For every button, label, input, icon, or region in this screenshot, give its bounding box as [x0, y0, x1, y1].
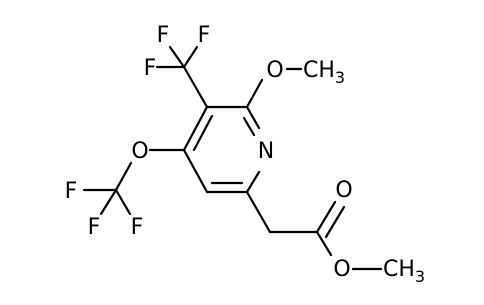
atom-o-ester: O	[333, 257, 350, 282]
bond-c2-o	[245, 78, 264, 109]
bond-c3-cf3	[182, 65, 209, 109]
bond-c2-n	[245, 105, 261, 130]
bond-n-c6	[245, 170, 261, 194]
bond-cf3-f5	[99, 188, 118, 216]
bond-cf3-f2	[182, 45, 199, 69]
bond-c-o-ester	[315, 230, 333, 257]
atom-f5: F	[88, 215, 101, 240]
bond-cf3-f1	[168, 45, 186, 69]
atom-f4: F	[65, 179, 78, 204]
atom-f2: F	[198, 23, 211, 48]
bond-cf3-f6	[114, 188, 132, 216]
bond-c4-c3-inner	[192, 114, 214, 152]
atom-f3: F	[144, 56, 157, 81]
atom-n: N	[258, 139, 274, 164]
atom-methoxy-ch3: CH3	[303, 58, 345, 87]
atom-ester-ch3: CH3	[383, 257, 425, 286]
atom-o-ocf3: O	[131, 139, 148, 164]
bond-o-cf3	[114, 161, 133, 192]
bond-c2-n-inner	[242, 116, 256, 137]
bond-c4-c3	[182, 105, 209, 152]
bond-c6-ch2	[245, 190, 272, 234]
atom-o-methoxy: O	[266, 58, 283, 83]
atom-o-carbonyl: O	[335, 178, 352, 203]
atom-f1: F	[157, 23, 170, 48]
bond-c-o-double-b	[324, 205, 346, 239]
bond-c5-c4	[182, 148, 209, 194]
bond-c-o-double-a	[315, 200, 337, 234]
atom-f6: F	[131, 215, 144, 240]
bonds	[82, 45, 383, 271]
atom-labels: F F F O CH3 N O F F F O O CH3	[65, 23, 425, 286]
